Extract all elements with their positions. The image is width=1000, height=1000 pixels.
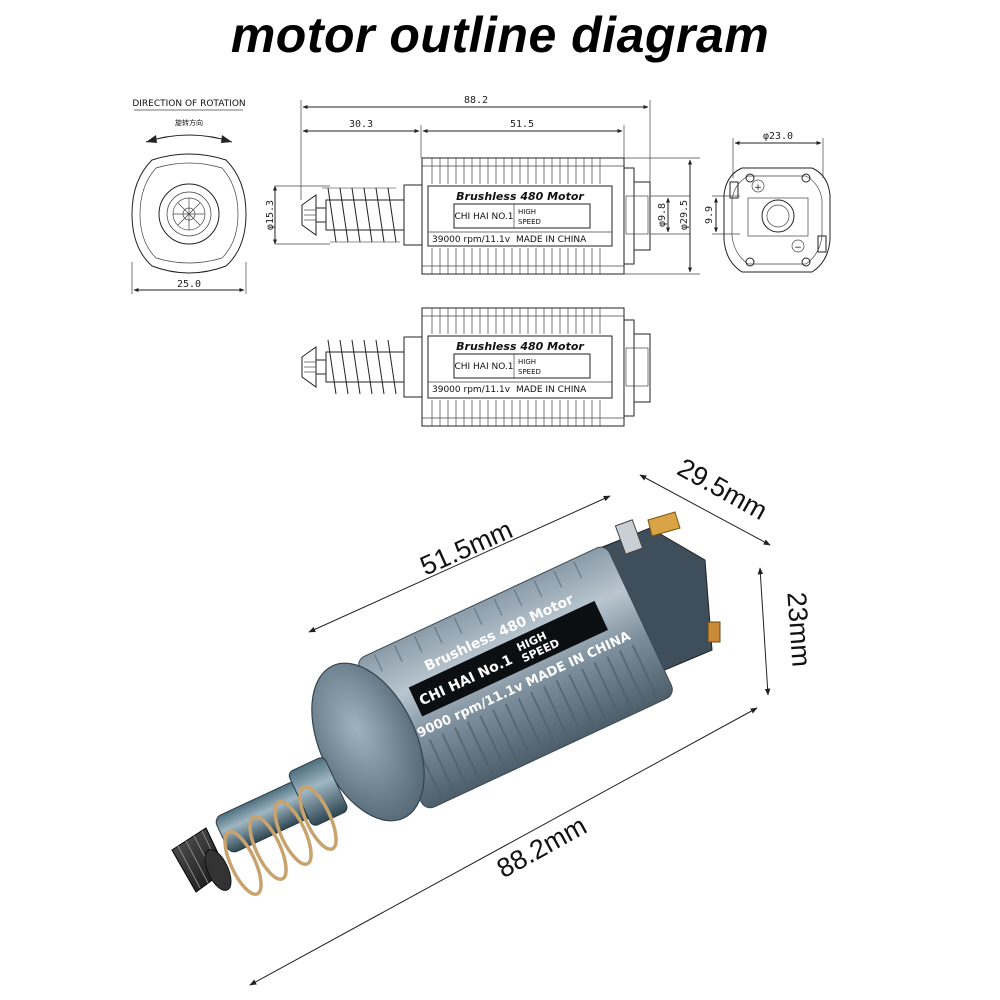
label-origin: MADE IN CHINA <box>516 235 587 245</box>
direction-of-rotation-label-cn: 旋转方向 <box>175 118 203 127</box>
screw-icon <box>801 173 811 183</box>
spring-diameter-dimension: φ15.3 <box>265 200 276 230</box>
width-dim-label: 29.5mm <box>672 452 772 526</box>
label-brand: Brushless 480 Motor <box>456 190 584 203</box>
end-bearing-circle <box>158 183 220 245</box>
minus-terminal-icon: − <box>794 243 802 253</box>
end-view: DIRECTION OF ROTATION 旋转方向 25.0 <box>131 99 247 294</box>
pinion-gear-icon <box>301 194 317 236</box>
screw-icon <box>745 173 755 183</box>
page-title: motor outline diagram <box>230 7 770 63</box>
motor-body-outline <box>421 307 625 427</box>
label-origin: MADE IN CHINA <box>516 385 587 395</box>
label-speed-line2: SPEED <box>518 218 541 226</box>
label-panel <box>427 335 613 399</box>
back-view: φ23.0 9.9 + − <box>704 131 831 273</box>
label-rating: 39000 rpm/11.1v <box>432 235 511 245</box>
end-plate-outline <box>131 153 247 274</box>
plus-terminal-icon: + <box>754 183 762 193</box>
height-dim-label: 23mm <box>781 591 816 668</box>
body-length-dimension: 51.5 <box>510 119 534 130</box>
render-pinion-gear-icon <box>171 827 232 893</box>
label-speed-line1: HIGH <box>518 208 536 216</box>
label-speed-line2: SPEED <box>518 368 541 376</box>
spring-icon <box>327 339 397 395</box>
motor-body: Brushless 480 Motor CHI HAI No.1 HIGH SP… <box>358 546 673 809</box>
pinion-gear-icon <box>301 346 317 388</box>
label-brand: Brushless 480 Motor <box>456 340 584 353</box>
label-panel <box>427 185 613 247</box>
side-view-bottom: Brushless 480 Motor CHI HAI NO.1 HIGH SP… <box>301 307 651 427</box>
motor-body-outline <box>421 157 625 275</box>
screw-icon <box>745 257 755 267</box>
body-length-dim-label: 51.5mm <box>416 514 517 581</box>
terminal-tab-icon <box>647 511 681 537</box>
direction-of-rotation-label: DIRECTION OF ROTATION <box>132 99 245 109</box>
body-diameter-dimension: φ29.5 <box>679 200 690 230</box>
end-width-dimension: 25.0 <box>177 279 201 290</box>
screw-icon <box>801 257 811 267</box>
back-diameter-dimension: φ23.0 <box>763 131 793 142</box>
total-length-dim-label: 88.2mm <box>492 810 592 884</box>
label-model: CHI HAI NO.1 <box>454 212 513 222</box>
label-rating: 39000 rpm/11.1v <box>432 385 511 395</box>
rear-connector-outline <box>633 181 651 251</box>
spring-icon <box>322 187 400 243</box>
rotation-arrow-icon <box>145 134 233 143</box>
back-plate-outline <box>723 167 831 273</box>
render-spring-icon <box>223 785 338 896</box>
connector-height-dimension: 9.9 <box>704 206 715 224</box>
motor-render: 51.5mm 29.5mm 23mm 88.2mm <box>171 452 817 986</box>
overall-length-dimension: 88.2 <box>464 95 488 106</box>
back-bearing-circle <box>761 199 795 233</box>
label-speed-line1: HIGH <box>518 358 536 366</box>
rear-connector-outline <box>633 333 651 403</box>
shaft-length-dimension: 30.3 <box>349 119 373 130</box>
label-model: CHI HAI NO.1 <box>454 362 513 372</box>
side-view-top: 88.2 30.3 51.5 φ15.3 <box>265 95 700 275</box>
connector-diameter-dimension: φ9.8 <box>657 203 668 227</box>
